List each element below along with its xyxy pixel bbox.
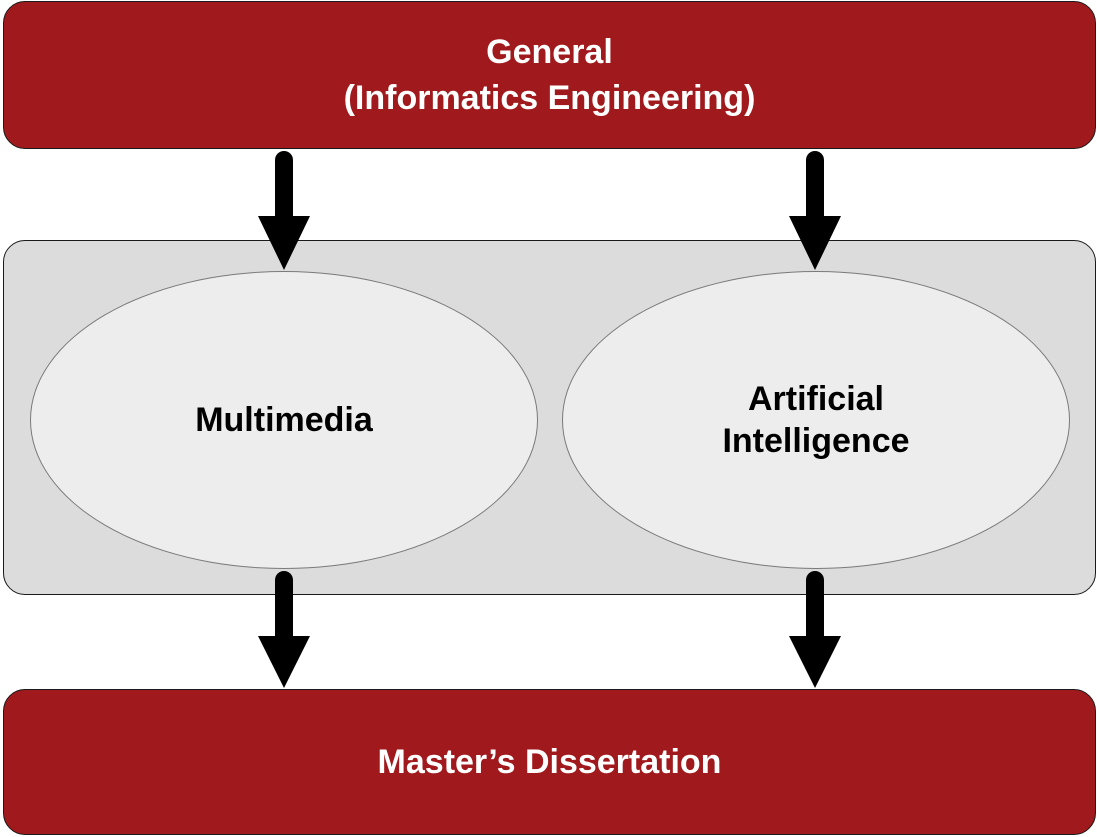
ai-label-line2: Intelligence	[722, 422, 910, 460]
arrow-down-icon	[789, 571, 841, 688]
artificial-intelligence-node: Artificial Intelligence	[562, 271, 1070, 569]
multimedia-node: Multimedia	[30, 271, 538, 569]
dissertation-label: Master’s Dissertation	[377, 743, 722, 781]
ai-label-line1: Artificial	[747, 380, 885, 418]
arrow-down-icon	[258, 571, 310, 688]
general-program-box: General (Informatics Engineering)	[3, 1, 1096, 149]
masters-dissertation-box: Master’s Dissertation	[3, 689, 1096, 835]
general-subtitle: (Informatics Engineering)	[343, 79, 756, 117]
general-title: General	[486, 33, 613, 71]
multimedia-label: Multimedia	[195, 401, 373, 439]
